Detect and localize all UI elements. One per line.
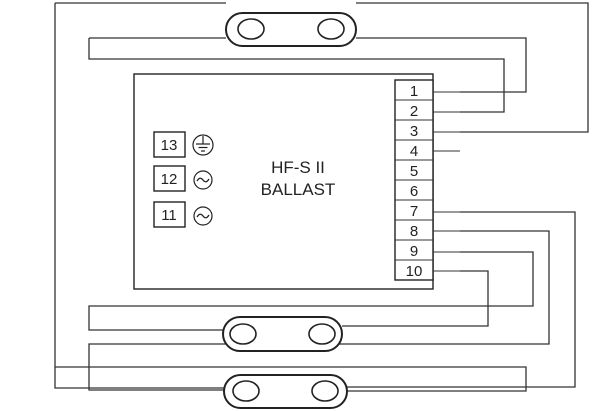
wire-middle-lamp-left bbox=[88, 251, 534, 331]
terminal-6: 6 bbox=[410, 183, 418, 200]
terminal-4: 4 bbox=[410, 143, 418, 160]
terminal-3: 3 bbox=[410, 123, 418, 140]
supply-terminal-12-box bbox=[153, 165, 186, 192]
wire-bottom-lamp-right-outer bbox=[347, 211, 576, 388]
terminal-1: 1 bbox=[410, 83, 418, 100]
supply-terminal-13: 13 bbox=[161, 137, 178, 154]
lamp-bottom bbox=[223, 374, 348, 409]
wire-top-lamp-right-outer bbox=[356, 2, 589, 133]
terminal-block bbox=[394, 79, 434, 281]
wire-top-lamp-right-inner bbox=[356, 37, 527, 93]
wire-top-lamp-left-outer bbox=[54, 2, 226, 389]
lamp-top bbox=[225, 12, 357, 47]
terminal-10: 10 bbox=[406, 263, 423, 280]
supply-terminal-13-box bbox=[153, 131, 186, 158]
wire-top-lamp-left-inner bbox=[88, 37, 505, 113]
terminal-9: 9 bbox=[410, 243, 418, 260]
supply-terminal-12: 12 bbox=[161, 171, 178, 188]
terminal-leads bbox=[433, 91, 460, 272]
ballast-model: HF-S II bbox=[271, 158, 325, 177]
ac-tilde-icon bbox=[193, 206, 213, 226]
wire-bottom-lamp-right-inner bbox=[55, 366, 527, 392]
wire-middle-lamp-right bbox=[342, 270, 489, 327]
supply-terminal-11-box bbox=[153, 201, 186, 228]
earth-ground-icon bbox=[192, 134, 214, 156]
supply-terminal-11: 11 bbox=[161, 207, 177, 224]
terminal-8: 8 bbox=[410, 223, 418, 240]
lamp-middle bbox=[222, 316, 343, 352]
terminal-2: 2 bbox=[410, 103, 418, 120]
ballast-type: BALLAST bbox=[261, 180, 336, 199]
ac-tilde-icon bbox=[193, 170, 213, 190]
terminal-7: 7 bbox=[410, 203, 418, 220]
terminal-5: 5 bbox=[410, 163, 418, 180]
